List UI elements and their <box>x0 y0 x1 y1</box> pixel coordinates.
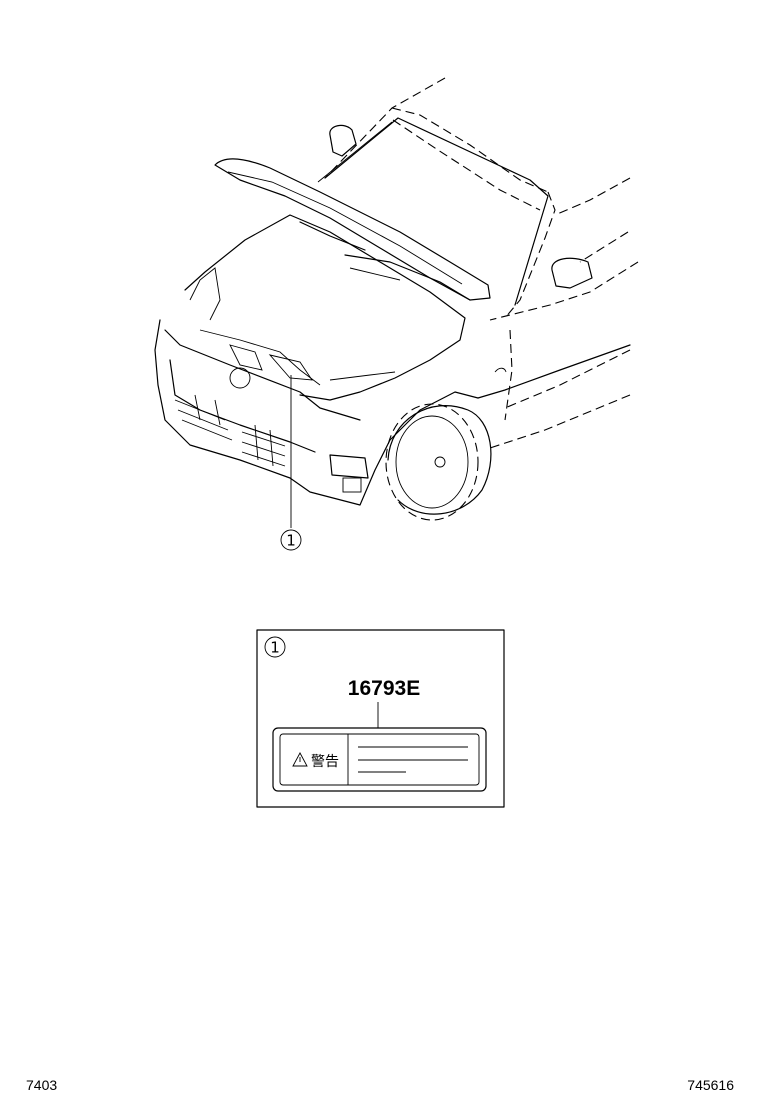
callout-number: 1 <box>286 532 296 550</box>
part-detail-box: 1 16793E 警告 <box>256 629 505 808</box>
front-wheel <box>385 403 492 521</box>
warning-label: 警告 <box>272 727 487 792</box>
warning-label-text: 警告 <box>311 754 339 770</box>
callout-1[interactable]: 1 <box>280 529 302 551</box>
fog-lamp <box>329 454 369 479</box>
diagram-code-right: 745616 <box>687 1077 734 1093</box>
callout-circle <box>280 529 302 551</box>
part-number[interactable]: 16793E <box>348 677 420 700</box>
detail-callout-circle <box>264 636 286 658</box>
warning-triangle-icon <box>292 752 308 767</box>
diagram-code-left: 7403 <box>26 1077 58 1093</box>
front-grille <box>174 394 286 467</box>
right-mirror <box>551 257 593 289</box>
left-mirror <box>329 124 357 157</box>
vehicle-illustration <box>154 77 639 521</box>
detail-box-frame <box>256 629 505 808</box>
open-hood <box>214 158 491 301</box>
detail-callout-number: 1 <box>270 639 280 657</box>
